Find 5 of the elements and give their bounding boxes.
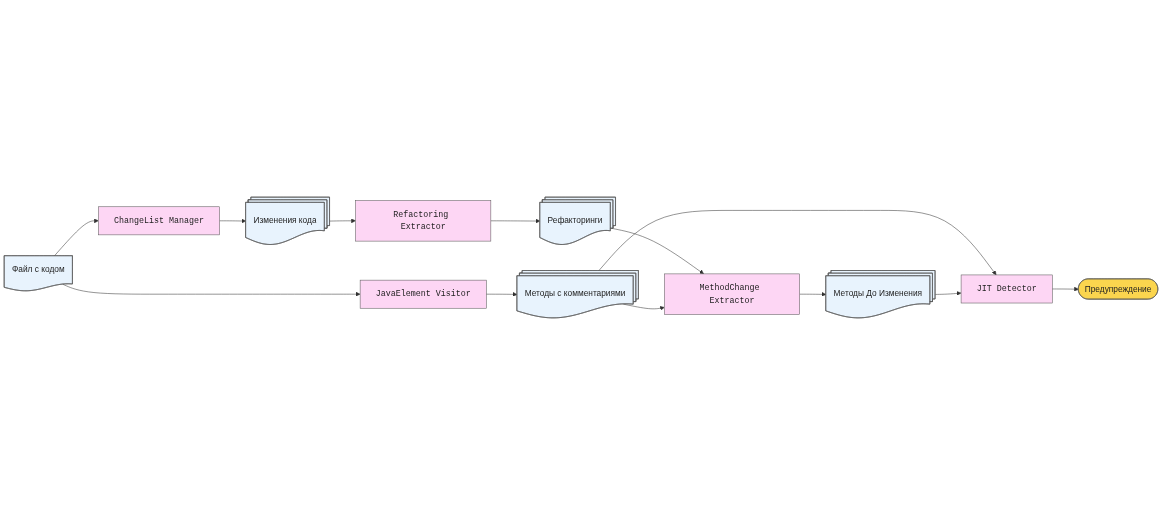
node-box: JavaElement Visitor — [359, 279, 487, 309]
node-box: JIT Detector — [960, 274, 1053, 304]
node-box: MethodChange Extractor — [664, 273, 800, 315]
node-box: ChangeList Manager — [98, 206, 220, 236]
node-box: Refactoring Extractor — [355, 200, 492, 242]
